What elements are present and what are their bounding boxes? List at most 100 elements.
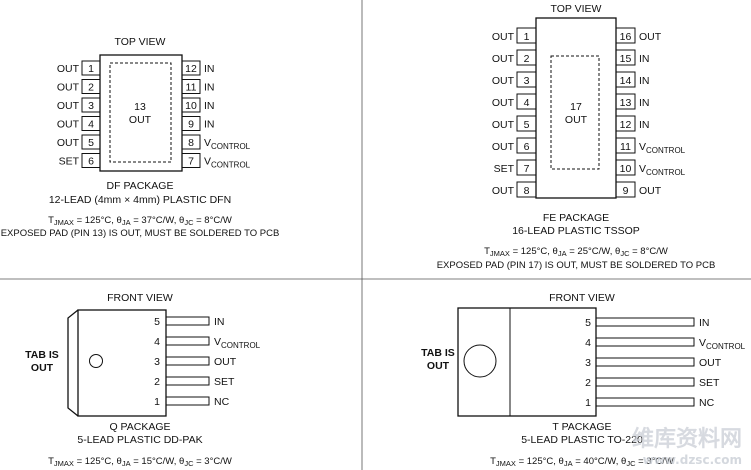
fe-pin-pad (615, 93, 636, 110)
fe-pin-label: SET (494, 163, 515, 175)
q-thermal-spec: TJMAX = 125°C, θJA = 15°C/W, θJC = 3°C/W (48, 456, 232, 468)
q-lead (165, 356, 210, 366)
df-pin-label: IN (204, 63, 215, 75)
fe-pin-number: 9 (623, 185, 629, 197)
q-tab-label-line2: OUT (31, 362, 54, 374)
t-pin-number: 1 (585, 397, 591, 409)
watermark-url: www.dzsc.com (643, 453, 742, 467)
fe-pin-label: OUT (492, 75, 515, 87)
fe-package-desc: 16-LEAD PLASTIC TSSOP (512, 225, 640, 237)
q-tab (67, 309, 79, 417)
t-pin-number: 2 (585, 377, 591, 389)
t-body (457, 307, 597, 417)
df-package-desc: 12-LEAD (4mm × 4mm) PLASTIC DFN (49, 194, 231, 206)
fe-pin-pad (615, 71, 636, 88)
df-package-diagram: TOP VIEW 13 OUT 1OUT2OUT3OUT4OUT5OUT6SET… (1, 36, 280, 239)
t-lead (595, 337, 695, 347)
df-pin-label: OUT (57, 100, 80, 112)
df-pin-label: OUT (57, 119, 80, 131)
df-pin-pad (181, 79, 201, 94)
df-exposed-pad-note: EXPOSED PAD (PIN 13) IS OUT, MUST BE SOL… (1, 228, 280, 239)
df-pin-number: 3 (88, 100, 94, 112)
df-package-name: DF PACKAGE (107, 180, 174, 192)
q-pin-label: SET (214, 376, 235, 388)
df-view-title: TOP VIEW (115, 36, 166, 48)
df-pin-pad (181, 97, 201, 113)
fe-pin-label: OUT (492, 141, 515, 153)
q-pin-label: VCONTROL (214, 336, 261, 350)
q-lead (165, 396, 210, 406)
df-pin-number: 12 (185, 63, 197, 75)
fe-pin-number: 1 (524, 31, 530, 43)
df-pin-pad (81, 153, 101, 168)
df-body (99, 54, 183, 172)
fe-pin-label: OUT (492, 97, 515, 109)
fe-exposed-pad-note: EXPOSED PAD (PIN 17) IS OUT, MUST BE SOL… (437, 260, 716, 271)
fe-pin-pad (516, 115, 537, 132)
t-thermal-spec: TJMAX = 125°C, θJA = 40°C/W, θJC = 3°C/W (490, 456, 674, 468)
fe-pad-label: OUT (565, 114, 588, 126)
fe-pin-pad (516, 71, 537, 88)
df-exposed-pad (109, 62, 172, 163)
fe-pin-pad (615, 137, 636, 154)
q-pin-label: NC (214, 396, 230, 408)
df-pin-label: OUT (57, 82, 80, 94)
fe-view-title: TOP VIEW (551, 3, 602, 15)
fe-pin-label: VCONTROL (639, 163, 686, 177)
df-pin-number: 11 (186, 82, 197, 94)
df-pin-label: IN (204, 82, 215, 94)
fe-pin-label: IN (639, 53, 650, 65)
df-pin-pad (81, 116, 101, 131)
df-pin-label: VCONTROL (204, 156, 251, 170)
fe-pin-number: 8 (524, 185, 530, 197)
df-pin-label: OUT (57, 137, 80, 149)
fe-pin-number: 15 (620, 53, 632, 65)
df-pin-number: 7 (188, 156, 194, 168)
t-pin-label: NC (699, 397, 715, 409)
q-tab-label-line1: TAB IS (25, 349, 59, 361)
fe-pin-pad (615, 181, 636, 198)
fe-pin-pad (516, 27, 537, 44)
q-lead (165, 336, 210, 346)
t-pin-number: 4 (585, 337, 591, 349)
fe-pin-number: 16 (620, 31, 632, 43)
df-pin-number: 2 (88, 82, 94, 94)
fe-pin-label: IN (639, 97, 650, 109)
t-mounting-hole (463, 344, 497, 378)
t-pin-label: OUT (699, 357, 722, 369)
df-pin-pad (181, 116, 201, 131)
df-pin-pad (181, 153, 201, 168)
fe-pin-label: IN (639, 75, 650, 87)
fe-pin-label: VCONTROL (639, 141, 686, 155)
fe-pin-label: OUT (639, 185, 662, 197)
fe-pin-label: IN (639, 119, 650, 131)
fe-pin-number: 3 (524, 75, 530, 87)
t-view-title: FRONT VIEW (549, 292, 615, 304)
q-lead (165, 316, 210, 326)
df-pin-number: 4 (88, 119, 94, 131)
fe-thermal-spec: TJMAX = 125°C, θJA = 25°C/W, θJC = 8°C/W (484, 246, 668, 258)
t-lead (595, 357, 695, 367)
q-pin-label: OUT (214, 356, 237, 368)
df-thermal-spec: TJMAX = 125°C, θJA = 37°C/W, θJC = 8°C/W (48, 215, 232, 227)
df-pin-label: VCONTROL (204, 137, 251, 151)
t-package-desc: 5-LEAD PLASTIC TO-220 (521, 434, 643, 446)
t-package-name: T PACKAGE (552, 421, 611, 433)
fe-pin-label: OUT (492, 53, 515, 65)
df-pin-pad (181, 60, 201, 76)
t-pin-number: 3 (585, 357, 591, 369)
q-pin-label: IN (214, 316, 225, 328)
fe-pin-label: OUT (492, 119, 515, 131)
df-pin-pad (81, 97, 101, 113)
fe-pin-number: 7 (524, 163, 530, 175)
df-pin-number: 6 (88, 156, 94, 168)
q-pin-number: 4 (154, 336, 160, 348)
t-pin-label: VCONTROL (699, 337, 746, 351)
q-pin-number: 1 (154, 396, 160, 408)
df-pin-label: OUT (57, 63, 80, 75)
df-pin-label: IN (204, 100, 215, 112)
